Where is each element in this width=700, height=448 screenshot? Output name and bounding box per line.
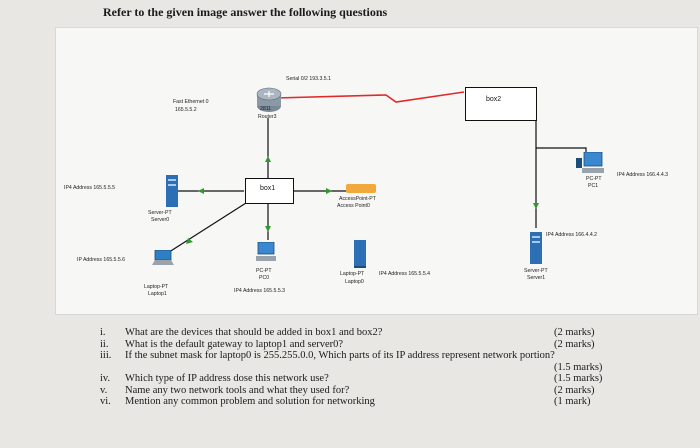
page-title: Refer to the given image answer the foll…	[103, 5, 388, 19]
laptop-icon	[354, 240, 366, 268]
question-item: (1.5 marks)	[554, 361, 603, 373]
server-icon	[166, 175, 178, 207]
router-serial-label: Serial 0/2 193.3.5.1	[286, 76, 331, 82]
accesspoint-type-label: AccessPoint-PT	[339, 196, 376, 202]
router-fe-ip-label: 165.5.5.2	[175, 107, 197, 113]
question-item: vi.Mention any common problem and soluti…	[100, 396, 591, 407]
serial-link	[275, 91, 465, 103]
network-diagram: Serial 0/2 193.3.5.1 2811 Router3 Fast E…	[55, 27, 698, 315]
box1-laptop1-link	[165, 202, 247, 255]
server1-name-label: Server1	[527, 275, 546, 281]
laptop0-ip-label: IP4 Address 165.5.5.4	[379, 271, 431, 277]
pc-icon	[256, 242, 276, 261]
server0-type-label: Server-PT	[148, 210, 172, 216]
question-item: iv.Which type of IP address dose this ne…	[100, 373, 603, 384]
pc1-name-label: PC1	[588, 183, 599, 189]
pc0-type-label: PC-PT	[256, 268, 272, 274]
server-icon	[530, 232, 542, 264]
link-arrow	[186, 238, 193, 244]
link-arrow	[533, 203, 539, 209]
router-model-label: 2811	[260, 106, 272, 112]
link-arrow	[326, 188, 332, 194]
link-arrow	[265, 156, 271, 162]
laptop1-name-label: Laptop1	[148, 291, 167, 297]
pc-icon	[576, 152, 604, 173]
box2: box2	[465, 87, 537, 121]
pc1-ip-label: IP4 Address 166.4.4.3	[617, 172, 669, 178]
pc0-ip-label: IP4 Address 165.5.5.3	[234, 288, 286, 294]
accesspoint-name-label: Access Point0	[337, 203, 370, 209]
question-item: iii.If the subnet mask for laptop0 is 25…	[100, 350, 555, 361]
connection-lines	[165, 91, 587, 255]
link-arrow	[265, 226, 271, 232]
access-point-icon	[346, 184, 376, 193]
server0-ip-label: IP4 Address 165.5.5.5	[64, 185, 116, 191]
question-item: i.What are the devices that should be ad…	[100, 327, 595, 338]
question-item: v.Name any two network tools and what th…	[100, 384, 595, 396]
question-list: i.What are the devices that should be ad…	[100, 327, 690, 408]
laptop1-type-label: Laptop-PT	[144, 284, 169, 290]
laptop0-type-label: Laptop-PT	[340, 271, 365, 277]
server1-type-label: Server-PT	[524, 268, 548, 274]
pc1-type-label: PC-PT	[586, 176, 602, 182]
router-name-label: Router3	[258, 114, 277, 120]
router-icon	[256, 87, 282, 112]
laptop-icon	[152, 250, 174, 265]
question-item: ii.What is the default gateway to laptop…	[100, 338, 595, 350]
laptop0-name-label: Laptop0	[345, 279, 364, 285]
link-arrow	[198, 188, 204, 194]
box1: box1	[245, 178, 294, 204]
server1-ip-label: IP4 Address 166.4.4.2	[546, 232, 598, 238]
pc0-name-label: PC0	[259, 275, 270, 281]
router-fe-label: Fast Ethernet 0	[173, 99, 209, 105]
server0-name-label: Server0	[151, 217, 170, 223]
laptop1-ip-label: IP Address 165.5.5.6	[77, 257, 126, 263]
